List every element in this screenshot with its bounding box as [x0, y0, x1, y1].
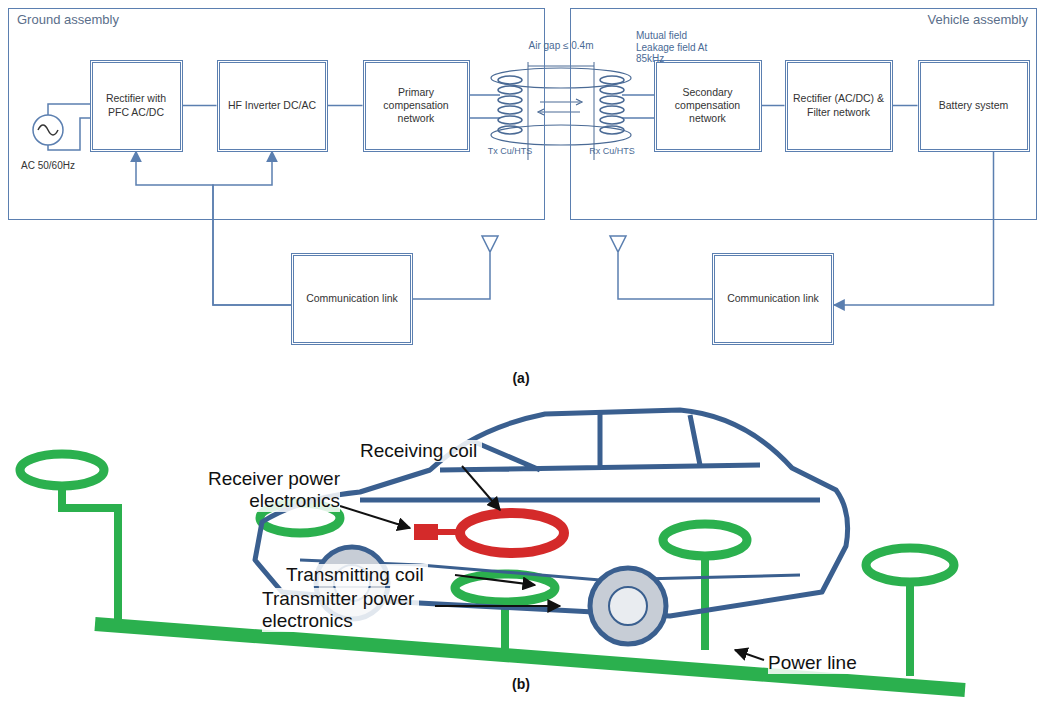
connector [893, 105, 918, 107]
coil-wires [470, 95, 654, 118]
box-label: HF Inverter DC/AC [228, 99, 316, 112]
connector [328, 105, 363, 107]
process-box: Battery system [918, 60, 1030, 152]
connector [834, 152, 994, 306]
connector [183, 105, 217, 107]
field-lines [491, 68, 631, 145]
box-label: Battery system [939, 99, 1008, 112]
source-label: AC 50/60Hz [20, 160, 76, 172]
figure-label: (a) [496, 370, 546, 386]
communication-box: Communication link [291, 253, 413, 345]
box-label: Rectifier (AC/DC) & Filter network [792, 92, 886, 118]
coil-label: Rx Cu/HTS [587, 146, 637, 156]
car-outline [255, 410, 848, 616]
callout-label: Receiving coil [360, 440, 482, 462]
connector [136, 152, 291, 306]
ac-source [33, 104, 90, 150]
field-label: Mutual field Leakage field At 85kHz [636, 30, 722, 65]
panel-heading: Ground assembly [9, 9, 544, 31]
coil-label: Tx Cu/HTS [485, 146, 535, 156]
callout-label: Receiver power electronics [204, 468, 340, 512]
ground-assembly-panel: Ground assemblyRectifier with PFC AC/DC H… [8, 8, 545, 220]
box-label: Communication link [727, 292, 819, 305]
connector [762, 105, 785, 107]
figure-label: (b) [496, 676, 546, 692]
process-box: Rectifier (AC/DC) & Filter network [785, 60, 893, 152]
callout-label: Transmitter power electronics [262, 588, 419, 632]
callout-label: Power line [768, 652, 861, 674]
panel-heading: Vehicle assembly [571, 9, 1036, 31]
box-label: Rectifier with PFC AC/DC [97, 92, 176, 118]
connector [213, 152, 291, 306]
process-box: Primary compensation network [363, 60, 470, 152]
process-box: HF Inverter DC/AC [217, 60, 328, 152]
dimension-label: Air gap ≤ 0.4m [528, 40, 594, 52]
air-gap-dimension [528, 62, 594, 160]
box-label: Communication link [306, 292, 398, 305]
process-box: Secondary compensation network [654, 60, 762, 152]
box-label: Primary compensation network [370, 86, 463, 125]
power-line [20, 454, 965, 690]
communication-box: Communication link [712, 253, 834, 345]
callout-label: Transmitting coil [286, 564, 428, 586]
antenna [413, 236, 712, 299]
receiver [414, 513, 564, 553]
process-box: Rectifier with PFC AC/DC [90, 60, 183, 152]
box-label: Secondary compensation network [661, 86, 755, 125]
